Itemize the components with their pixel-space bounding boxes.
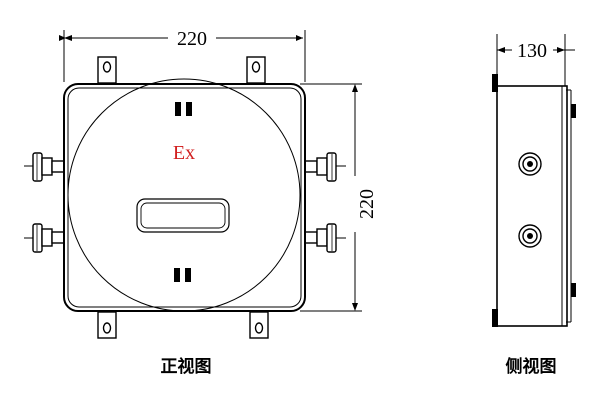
- indicator-window-inner: [140, 202, 226, 229]
- side-gland-lower: [518, 224, 542, 248]
- front-width-dimension: [59, 30, 306, 82]
- mounting-lug-bottom-right: [249, 311, 269, 339]
- cover-circle: [67, 78, 301, 312]
- side-view: [492, 34, 576, 327]
- mounting-lug-bottom-left: [97, 311, 117, 339]
- front-view: [24, 30, 362, 339]
- side-view-caption: 侧视图: [506, 356, 557, 377]
- enclosure-side-body: [496, 85, 568, 327]
- side-flange-bottom: [571, 283, 576, 297]
- cable-gland-right-upper: [304, 152, 346, 182]
- mounting-lug-top-right: [246, 56, 266, 84]
- side-depth-dimension: [496, 34, 575, 88]
- indicator-window-outer: [136, 198, 230, 233]
- lock-slot-top: [175, 102, 192, 116]
- ex-marking: Ex: [173, 142, 195, 164]
- cable-gland-right-lower: [304, 223, 346, 253]
- front-height-label: 220: [356, 189, 378, 219]
- side-flange-top: [571, 104, 576, 118]
- enclosure-front-body: [63, 83, 306, 312]
- cable-gland-left-upper: [24, 152, 65, 182]
- front-view-caption: 正视图: [161, 356, 212, 377]
- side-tab-top: [492, 74, 498, 92]
- side-tab-bottom: [492, 309, 498, 327]
- front-height-dimension: [300, 83, 362, 312]
- width-label-bg: [170, 26, 216, 50]
- lock-slot-bottom: [174, 268, 191, 282]
- side-gland-upper: [518, 152, 542, 176]
- front-width-label: 220: [177, 28, 207, 50]
- mounting-lug-top-left: [97, 56, 117, 84]
- side-depth-label: 130: [517, 40, 547, 62]
- cable-gland-left-lower: [24, 223, 65, 253]
